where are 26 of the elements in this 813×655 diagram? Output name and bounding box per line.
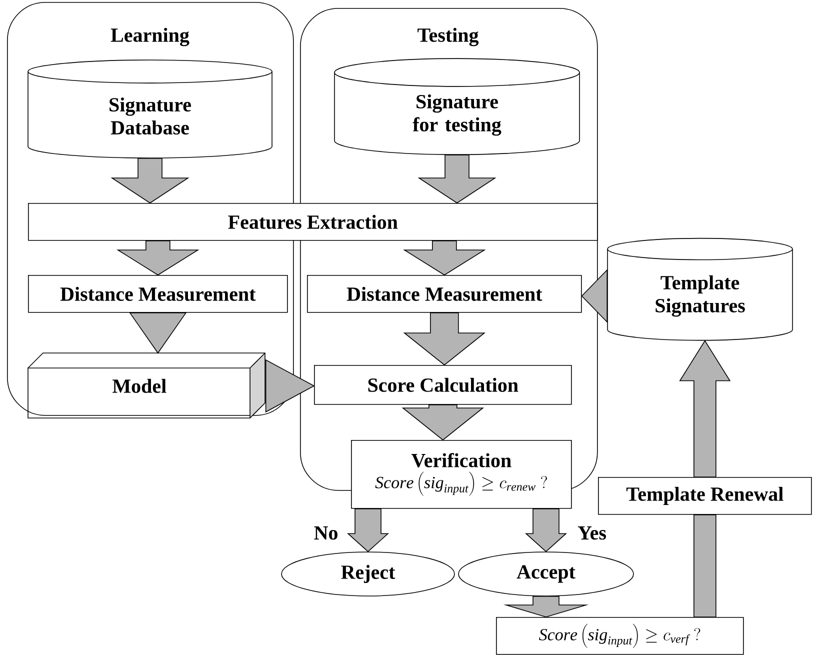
block-arrow	[116, 240, 200, 276]
block-arrow	[403, 240, 486, 276]
process-box: $\mathit{Score}\left(\mathit{sig}_{\mathit{input}}\right)\geq c_{\mathit{verf}}\ ?$	[496, 617, 744, 655]
block-arrow	[346, 508, 390, 552]
database-cylinder: Signature Database	[28, 60, 272, 158]
process-box: Distance Measurement	[28, 275, 288, 313]
block-arrow	[110, 158, 190, 204]
block-arrow	[694, 514, 716, 618]
edge-label: No	[314, 526, 338, 540]
process-box: Template Renewal	[598, 477, 812, 515]
decision-box: Verification $\mathit{Score}\left(\mathit{sig}_{\mathit{input}}\right)\geq c_{\mathit{renew}}\ ?$	[351, 440, 572, 509]
edge-label: Yes	[578, 526, 606, 540]
block-arrow	[402, 404, 484, 440]
block-arrow	[403, 312, 486, 366]
model-box: Model	[28, 352, 266, 418]
process-box: Score Calculation	[314, 365, 572, 405]
panel-heading: Learning	[110, 28, 190, 46]
panel-heading: Testing	[418, 28, 479, 46]
database-cylinder: Signature for testing	[334, 58, 580, 155]
block-arrow	[503, 596, 589, 618]
database-cylinder: Template Signatures	[607, 238, 793, 341]
block-arrow	[524, 508, 568, 552]
process-box: Features Extraction	[28, 203, 598, 241]
block-arrow	[679, 340, 731, 478]
block-arrow	[418, 154, 496, 204]
process-box: Distance Measurement	[307, 275, 582, 313]
